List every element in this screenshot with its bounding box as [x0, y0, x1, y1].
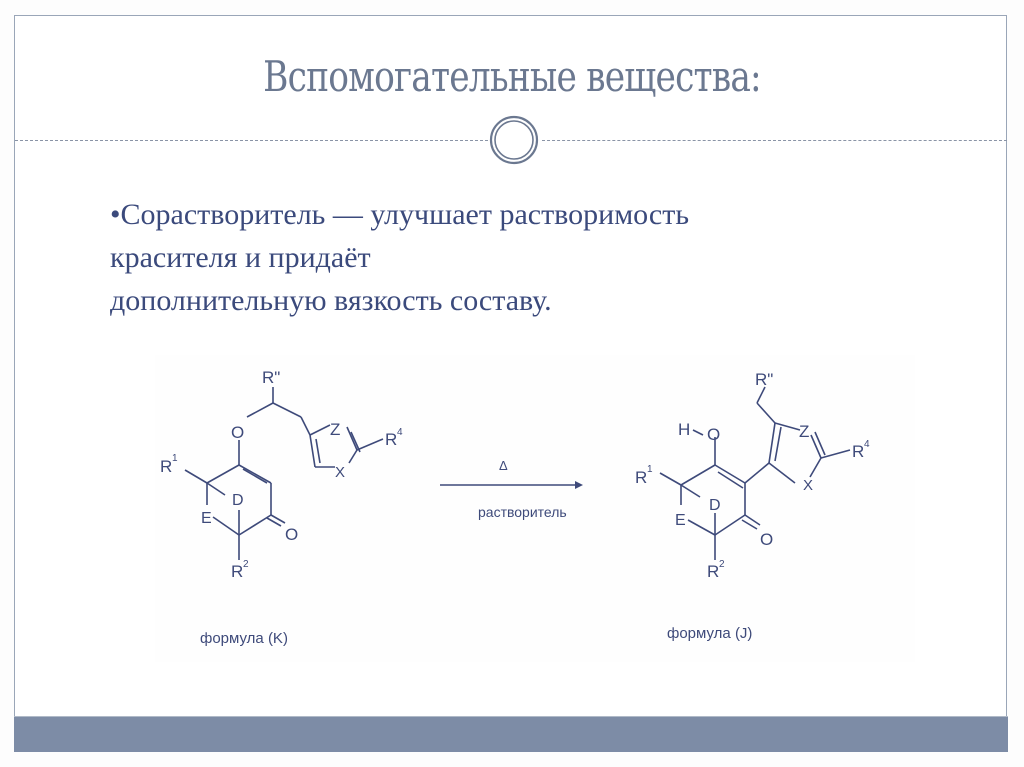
bullet-line-1: •Сорастворитель — улучшает растворимость [110, 198, 690, 231]
bullet-text: •Сорастворитель — улучшает растворимость… [110, 193, 870, 322]
bullet-line-2: красителя и придаёт [110, 241, 371, 274]
reaction-figure: R" O Z X R 4 R 1 D E O R 2 формула (K) Δ… [155, 355, 915, 662]
svg-text:R: R [231, 562, 243, 581]
svg-text:D: D [709, 497, 721, 514]
svg-text:4: 4 [864, 439, 870, 450]
footer-band [14, 716, 1008, 752]
svg-text:2: 2 [719, 559, 725, 570]
svg-text:D: D [232, 492, 244, 509]
svg-text:2: 2 [243, 559, 249, 570]
bullet-marker: • [110, 198, 121, 231]
arrow-label-delta: Δ [499, 458, 508, 473]
svg-text:4: 4 [397, 427, 403, 438]
caption-formula-k: формула (K) [200, 630, 288, 647]
divider-left [15, 140, 488, 141]
svg-text:1: 1 [647, 464, 653, 475]
svg-text:R: R [160, 457, 172, 476]
svg-text:O: O [760, 530, 773, 549]
svg-text:E: E [201, 510, 212, 527]
svg-text:R": R" [755, 370, 773, 389]
svg-text:E: E [675, 512, 686, 529]
svg-text:H: H [678, 420, 690, 439]
svg-text:O: O [285, 525, 298, 544]
svg-text:R: R [385, 430, 397, 449]
circle-ornament-icon [489, 115, 539, 165]
slide-title: Вспомогательные вещества: [263, 52, 762, 101]
reaction-scheme: R" O Z X R 4 R 1 D E O R 2 формула (K) Δ… [160, 368, 870, 647]
divider-right [542, 140, 1007, 141]
svg-text:R: R [707, 562, 719, 581]
svg-text:R: R [635, 468, 647, 487]
svg-text:Z: Z [799, 422, 809, 441]
svg-text:Z: Z [330, 420, 340, 439]
label-r-double-prime: R" [262, 368, 280, 387]
svg-text:X: X [803, 477, 813, 494]
svg-text:O: O [707, 425, 720, 444]
arrow-label-solvent: растворитель [478, 504, 567, 520]
svg-text:X: X [335, 464, 345, 481]
bullet-line-3: дополнительную вязкость составу. [110, 284, 552, 317]
svg-text:O: O [231, 423, 244, 442]
caption-formula-j: формула (J) [667, 625, 752, 642]
svg-text:R: R [852, 442, 864, 461]
svg-text:1: 1 [172, 453, 178, 464]
